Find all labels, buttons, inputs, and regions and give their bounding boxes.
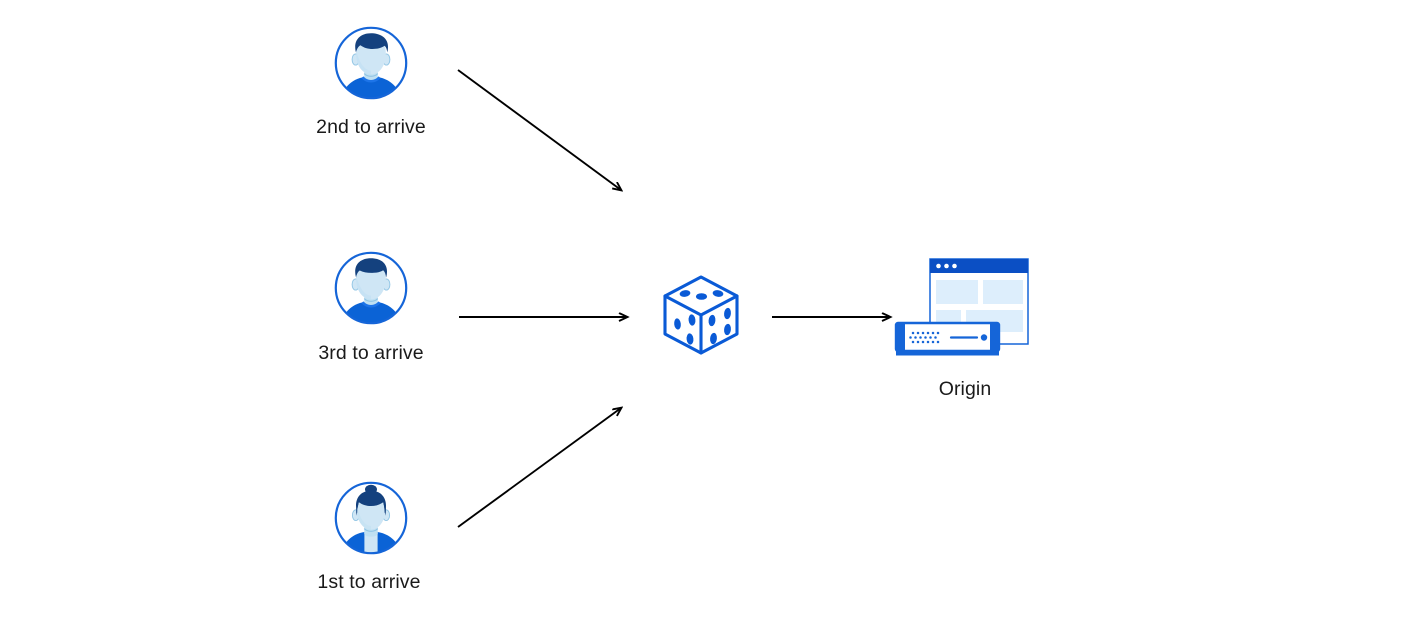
- client-avatar-3rd[interactable]: [333, 250, 409, 326]
- origin-icons-group: [894, 258, 1029, 356]
- dice-icon: [663, 275, 739, 355]
- client-label-1st: 1st to arrive: [317, 571, 421, 593]
- client-avatar-2nd[interactable]: [333, 25, 409, 101]
- arrow-client2-to-balancer: [457, 69, 621, 190]
- user-avatar-short-hair-icon: [334, 26, 408, 100]
- user-avatar-bun-hair-icon: [334, 481, 408, 555]
- origin-label: Origin: [938, 378, 992, 400]
- load-balancer-dice[interactable]: [655, 269, 747, 361]
- server-router-icon: [894, 321, 1001, 356]
- user-avatar-short-hair-icon: [334, 251, 408, 325]
- client-label-2nd: 2nd to arrive: [316, 116, 426, 138]
- client-avatar-1st[interactable]: [333, 480, 409, 556]
- arrow-client1-to-balancer: [457, 408, 621, 528]
- origin-server[interactable]: [890, 255, 1040, 365]
- client-label-3rd: 3rd to arrive: [318, 342, 424, 364]
